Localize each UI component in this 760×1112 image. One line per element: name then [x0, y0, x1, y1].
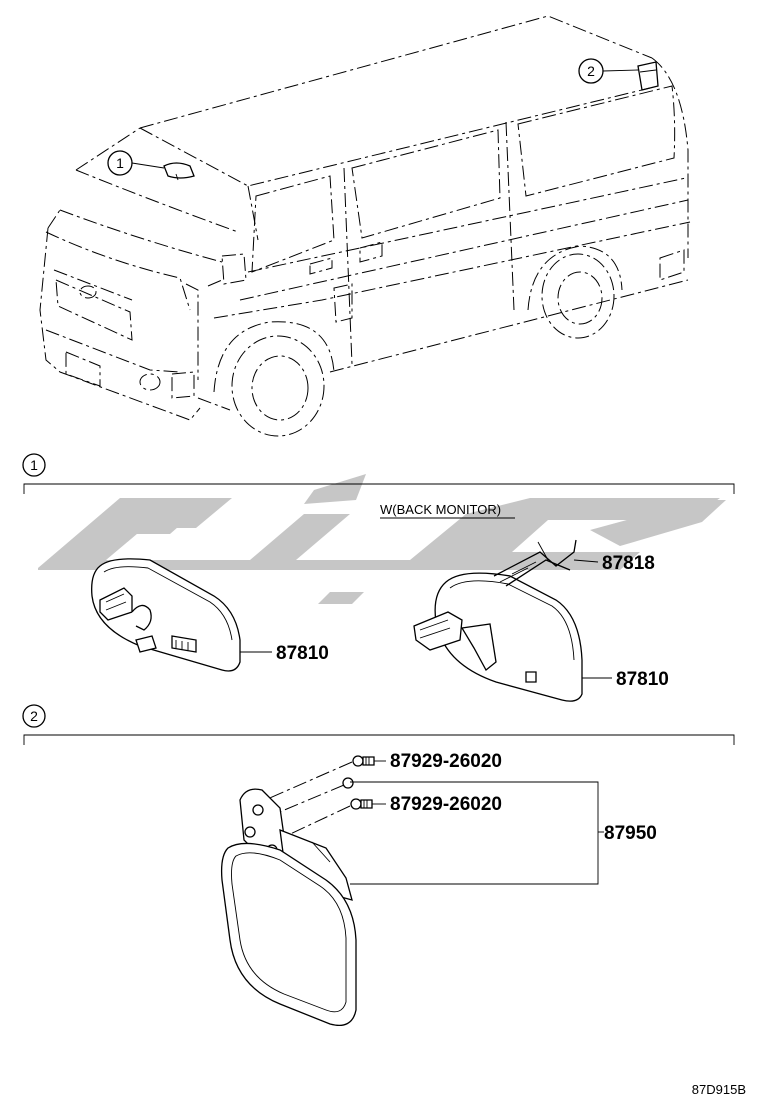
- inner-mirror-back-monitor: [413, 539, 583, 702]
- callout-1-label: 1: [116, 155, 124, 171]
- section-2-bracket: [23, 734, 735, 745]
- part-label-monitor-harness: 87818: [602, 553, 655, 574]
- outer-mirror-assembly: [220, 788, 357, 1027]
- variant-label: W(BACK MONITOR): [380, 502, 501, 517]
- callout-2-label: 2: [587, 63, 595, 79]
- screw-upper: [352, 755, 375, 767]
- section-1-bracket: [23, 483, 735, 494]
- section-2: 2 87929-26020 87929-26020: [22, 704, 735, 1027]
- screw-lower: [350, 798, 373, 810]
- part-label-screw-lower: 87929-26020: [390, 794, 502, 815]
- watermark-logo: [38, 474, 726, 604]
- part-label-inner-mirror-monitor: 87810: [616, 669, 669, 690]
- section-1-circle: [22, 453, 46, 477]
- section-1-number: 1: [30, 457, 38, 473]
- section-2-circle: [22, 704, 46, 728]
- screw-middle: [342, 777, 354, 789]
- section-2-number: 2: [30, 708, 38, 724]
- part-label-screw-upper: 87929-26020: [390, 751, 502, 772]
- inner-mirror-standard: [91, 558, 241, 672]
- diagram-reference-code: 87D915B: [692, 1082, 746, 1097]
- van-illustration: 1 2: [39, 15, 691, 437]
- part-label-outer-mirror-assy: 87950: [604, 823, 657, 844]
- part-label-inner-mirror-std: 87810: [276, 643, 329, 664]
- section-1: 1 87810 W(BACK MONITOR): [22, 453, 735, 702]
